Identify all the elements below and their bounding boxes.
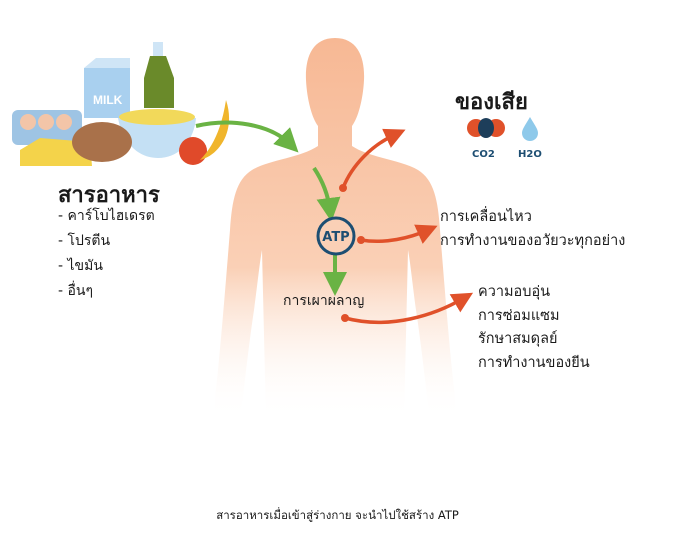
milk-label: MILK: [93, 93, 123, 107]
water-droplet-icon: [522, 117, 538, 141]
cereal-bowl: [118, 118, 196, 158]
metabolism-outputs: ความอบอุ่น การซ่อมแซม รักษาสมดุลย์ การทำ…: [478, 281, 590, 375]
apple: [179, 137, 207, 165]
red-arrow-to-outputs: [344, 292, 474, 325]
red-arrow-to-waste: [341, 128, 406, 189]
banana: [200, 100, 230, 160]
milk-carton: [84, 68, 130, 118]
output-item: ความอบอุ่น: [478, 284, 551, 300]
nutrients-list: - คาร์โบไฮเดรต - โปรตีน - ไขมัน - อื่นๆ: [58, 204, 155, 304]
nutrients-title: สารอาหาร: [58, 183, 160, 208]
green-arrow-food-to-body: [195, 120, 299, 153]
bread: [72, 122, 132, 162]
atp-label: ATP: [322, 230, 349, 245]
h2o-label: H2O: [518, 149, 542, 160]
output-item: การทำงานของยีน: [478, 354, 590, 371]
co2-molecule-icon: [467, 118, 505, 138]
bottle: [144, 56, 174, 108]
output-item: รักษาสมดุลย์: [478, 331, 558, 347]
co2-label: CO2: [472, 149, 495, 160]
output-item: การซ่อมแซม: [478, 307, 560, 324]
output-item: การทำงานของอวัยวะทุกอย่าง: [440, 232, 626, 249]
nutrient-item: - คาร์โบไฮเดรต: [58, 208, 155, 224]
nutrient-item: - ไขมัน: [58, 258, 103, 274]
output-item: การเคลื่อนไหว: [440, 209, 532, 225]
red-arrow-to-movement: [360, 224, 438, 244]
atp-circle: [316, 216, 356, 256]
green-arrow-to-atp: [312, 166, 341, 222]
metabolism-label: การเผาผลาญ: [283, 293, 365, 309]
caption: สารอาหารเมื่อเข้าสู่ร่างกาย จะนำไปใช้สร้…: [216, 508, 459, 522]
food-illustration: MILK: [12, 42, 230, 166]
nutrient-item: - อื่นๆ: [58, 283, 93, 299]
waste-title: ของเสีย: [455, 90, 528, 115]
nutrient-item: - โปรตีน: [58, 233, 111, 249]
movement-outputs: การเคลื่อนไหว การทำงานของอวัยวะทุกอย่าง: [440, 206, 625, 253]
